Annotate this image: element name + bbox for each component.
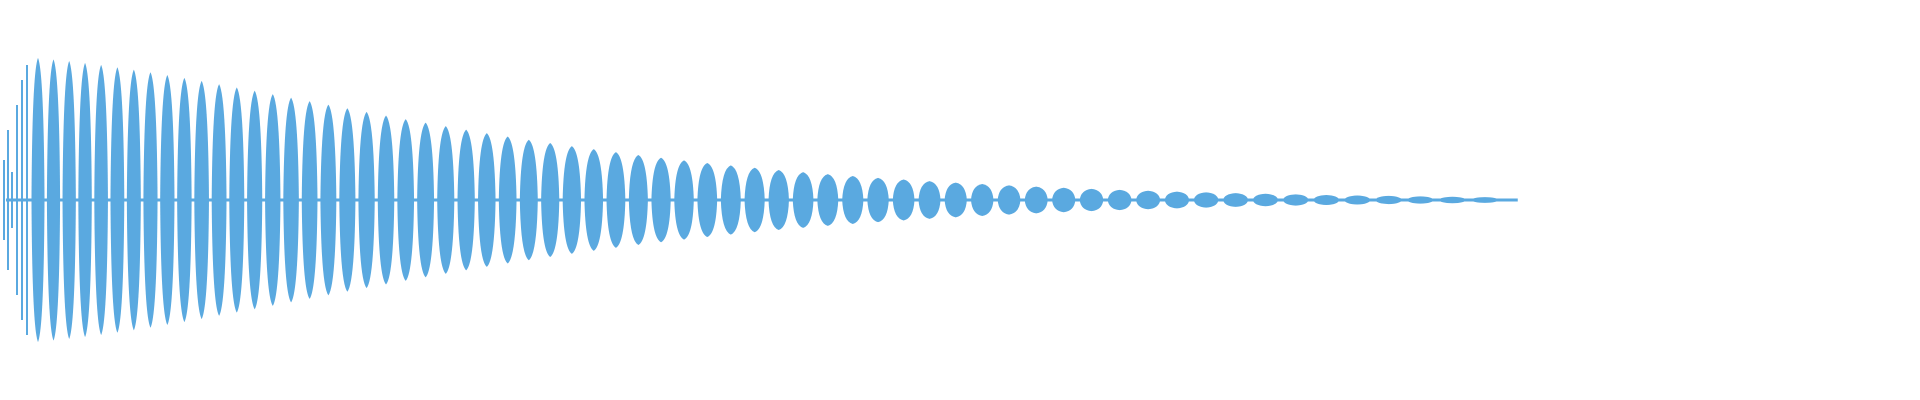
waveform-cycle [94,64,108,336]
waveform-cycle [1136,190,1161,210]
waveform-cycle [62,61,76,339]
waveform-cycle [1438,196,1467,204]
waveform-cycle [301,101,318,299]
waveform-cycle [194,80,209,320]
waveform-cycle [817,174,839,226]
waveform-cycle [1471,197,1499,203]
waveform-cycle [720,165,741,235]
waveform-cycle [247,90,263,310]
waveform-cycle [437,126,455,274]
waveform-cycle [78,62,92,338]
waveform-tail-dashes [3,65,28,335]
waveform-cycle [519,139,538,261]
waveform-cycle [1164,191,1190,209]
waveform-cycle [697,162,718,238]
waveform-cycle [320,104,337,296]
waveform-cycle [1344,195,1371,205]
waveform-cycle [265,94,281,306]
waveform-cycle [110,67,125,333]
waveform-cycle [417,122,435,278]
waveform-cycle [892,179,915,221]
waveform-lobes [6,57,1518,343]
waveform-cycle [478,133,496,267]
waveform-cycle [211,84,227,316]
waveform-cycle [744,167,765,233]
waveform-cycle [842,176,864,224]
waveform-cycle [358,111,375,289]
waveform-cycle [498,136,517,264]
waveform-attack-transient [7,130,9,270]
waveform-attack-transient [16,105,18,295]
waveform-cycle [126,69,141,331]
waveform-cycle [1079,188,1104,212]
waveform-cycle [674,160,694,240]
waveform-cycle [1223,193,1249,207]
waveform-cycle [584,149,604,251]
waveform-cycle [177,77,192,323]
waveform-cycle [46,59,61,341]
waveform-cycle [1282,194,1309,206]
waveform-cycle [283,97,299,303]
waveform-cycle [160,74,175,326]
waveform-cycle [229,87,245,313]
waveform-cycle [1107,189,1132,211]
waveform-cycle [944,182,967,218]
waveform-cycle [457,129,475,271]
waveform-cycle [397,119,415,281]
waveform-attack-transient [11,172,13,228]
waveform-cycle [143,72,158,328]
waveform-cycle [377,115,395,285]
waveform-cycle [997,185,1021,215]
waveform-attack-transient [26,65,28,335]
waveform-cycle [1375,195,1402,205]
waveform-attack-transient [21,80,23,320]
waveform-cycle [1252,193,1279,207]
waveform-cycle [31,57,45,343]
waveform-cycle [1193,192,1219,208]
waveform-cycle [792,172,814,228]
waveform-cycle [628,155,648,245]
waveform-cycle [867,177,889,223]
waveform-cycle [970,184,994,216]
waveform-cycle [1052,187,1076,213]
waveform-cycle [541,142,560,258]
waveform-cycle [1313,194,1340,206]
waveform-cycle [339,108,356,292]
waveform-cycle [1406,196,1434,204]
waveform-attack-transient [3,160,5,240]
waveform-cycle [606,152,626,248]
waveform-cycle [1024,186,1048,214]
waveform-cycle [651,157,671,243]
waveform-cycle [562,146,582,254]
waveform-cycle [918,181,941,219]
waveform-cycle [768,169,789,231]
